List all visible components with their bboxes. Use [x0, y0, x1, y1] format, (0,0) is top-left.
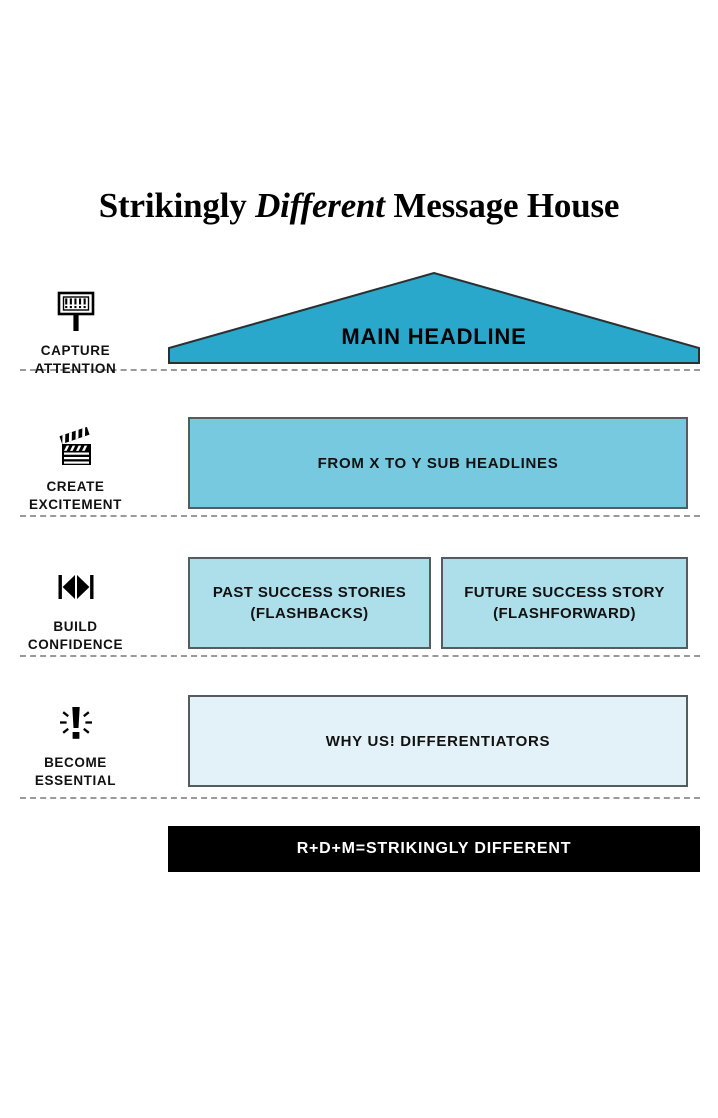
stage-create-excitement: CREATE EXCITEMENT: [8, 424, 143, 514]
page-title-part-before: Strikingly: [98, 186, 256, 225]
billboard-exclamation-icon: [8, 288, 143, 334]
exclamation-burst-icon: [8, 700, 143, 746]
page-title-emphasis: Different: [255, 186, 385, 225]
block-differentiators-label: WHY US! DIFFERENTIATORS: [325, 732, 551, 750]
block-past-success-stories-label: PAST SUCCESS STORIES (FLASHBACKS): [212, 584, 407, 622]
block-future-success-story-label: FUTURE SUCCESS STORY (FLASHFORWARD): [464, 584, 665, 622]
block-past-success-stories[interactable]: PAST SUCCESS STORIES (FLASHBACKS): [188, 557, 431, 649]
block-future-success-story[interactable]: FUTURE SUCCESS STORY (FLASHFORWARD): [441, 557, 688, 649]
page-title-part-after: Message House: [384, 186, 620, 225]
clapperboard-icon: [8, 424, 143, 470]
block-sub-headlines[interactable]: FROM X TO Y SUB HEADLINES: [188, 417, 688, 509]
stage-become-essential: BECOME ESSENTIAL: [8, 700, 143, 790]
separator-line-2: [20, 515, 700, 517]
stage-label: CREATE EXCITEMENT: [28, 479, 122, 512]
block-foundation-label: R+D+M=STRIKINGLY DIFFERENT: [296, 840, 572, 857]
stage-label: CAPTURE ATTENTION: [34, 343, 117, 376]
stage-build-confidence: BUILD CONFIDENCE: [8, 564, 143, 654]
stage-label: BUILD CONFIDENCE: [27, 619, 124, 652]
block-sub-headlines-label: FROM X TO Y SUB HEADLINES: [317, 454, 559, 472]
block-differentiators[interactable]: WHY US! DIFFERENTIATORS: [188, 695, 688, 787]
stage-label: BECOME ESSENTIAL: [34, 755, 117, 788]
roof-label: MAIN HEADLINE: [341, 324, 527, 349]
separator-line-3: [20, 655, 700, 657]
separator-line-1: [20, 369, 700, 371]
stage-capture-attention: CAPTURE ATTENTION: [8, 288, 143, 378]
separator-line-4: [20, 797, 700, 799]
roof-main-headline[interactable]: MAIN HEADLINE: [168, 272, 700, 364]
skip-back-forward-icon: [8, 564, 143, 610]
block-foundation[interactable]: R+D+M=STRIKINGLY DIFFERENT: [168, 826, 700, 872]
page-title: Strikingly Different Message House: [0, 186, 718, 226]
